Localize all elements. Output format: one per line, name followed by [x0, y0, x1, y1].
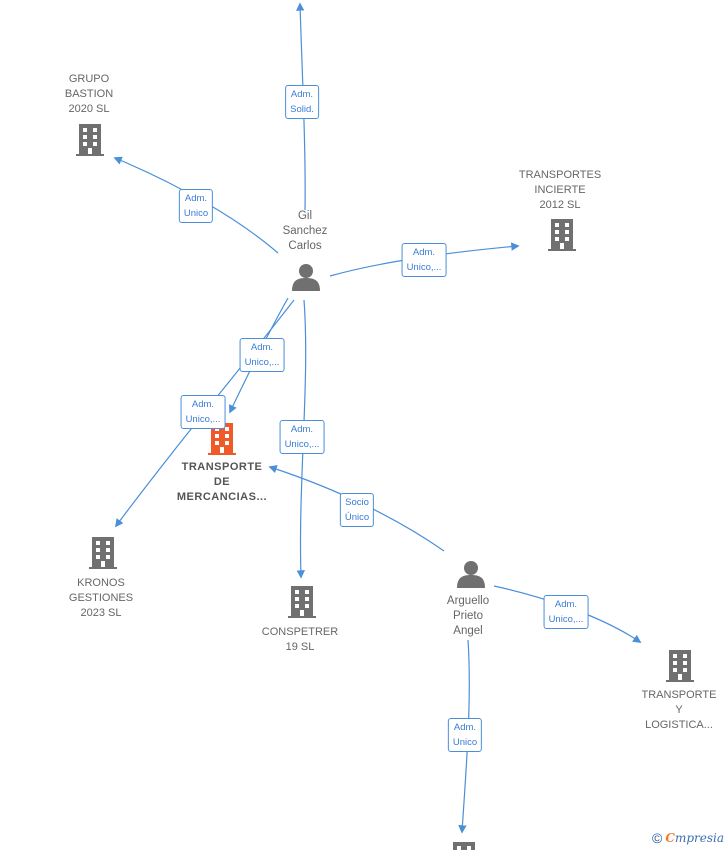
transportes-incierte-label[interactable]: TRANSPORTES INCIERTE 2012 SL [518, 169, 602, 211]
bottom-company-building-icon[interactable] [450, 842, 478, 850]
grupo-bastion-building-icon[interactable] [76, 124, 104, 156]
gil-sanchez-person-icon[interactable] [292, 264, 320, 291]
edge-label-adm-solid[interactable]: Adm. Solid. [285, 85, 319, 119]
conspetrer-label[interactable]: CONSPETRER 19 SL [261, 626, 339, 653]
edge-label-bottom-company[interactable]: Adm. Unico [447, 718, 483, 752]
edge-label-socio-unico[interactable]: Socio Único [339, 493, 375, 527]
arguello-label[interactable]: Arguello Prieto Angel [446, 595, 490, 637]
kronos-label[interactable]: KRONOS GESTIONES 2023 SL [68, 577, 134, 619]
edge-label-conspetrer[interactable]: Adm. Unico,... [279, 420, 325, 454]
brand-watermark: © Cmpresia [652, 830, 724, 846]
transporte-logistica-building-icon[interactable] [666, 650, 694, 682]
edge-label-transporte-mercancias-2[interactable]: Adm. Unico,... [180, 395, 226, 429]
transporte-mercancias-label[interactable]: TRANSPORTE DE MERCANCIAS... [176, 461, 268, 503]
edge-label-grupo-bastion[interactable]: Adm. Unico [178, 189, 214, 223]
conspetrer-building-icon[interactable] [288, 586, 316, 618]
transporte-logistica-label[interactable]: TRANSPORTE Y LOGISTICA... [641, 689, 717, 731]
brand-initial: C [665, 831, 675, 845]
edge-label-transportes-incierte[interactable]: Adm. Unico,... [401, 243, 447, 277]
edge-label-transporte-mercancias-1[interactable]: Adm. Unico,... [239, 338, 285, 372]
arguello-person-icon[interactable] [457, 561, 485, 588]
gil-sanchez-label[interactable]: Gil Sanchez Carlos [282, 210, 328, 252]
kronos-building-icon[interactable] [89, 537, 117, 569]
transportes-incierte-building-icon[interactable] [548, 219, 576, 251]
grupo-bastion-label[interactable]: GRUPO BASTION 2020 SL [64, 73, 114, 115]
brand-name: mpresia [674, 831, 724, 845]
edge-label-transporte-logistica[interactable]: Adm. Unico,... [543, 595, 589, 629]
copyright-symbol: © [652, 830, 663, 846]
